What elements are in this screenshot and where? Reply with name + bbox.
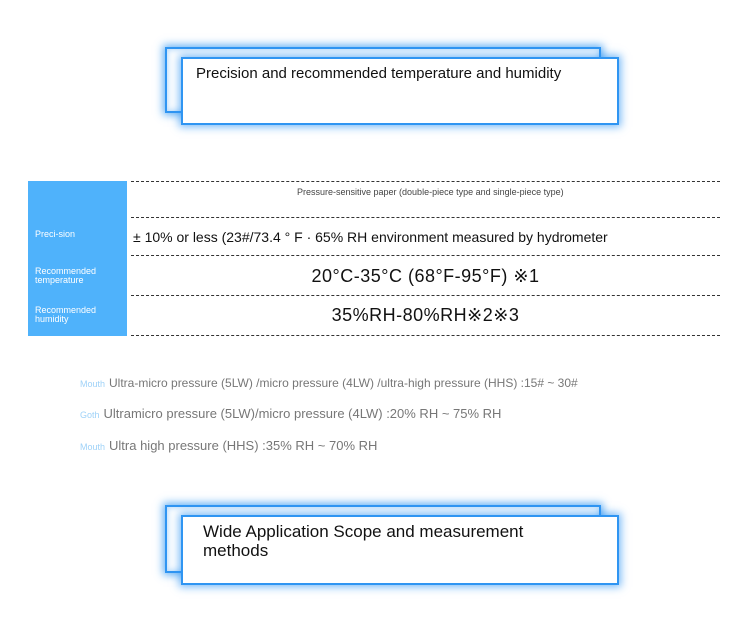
- frame-inner-border: [181, 515, 619, 585]
- precision-value: ± 10% or less (23#/73.4 ° F · 65% RH env…: [133, 229, 608, 245]
- note-text: Ultramicro pressure (5LW)/micro pressure…: [103, 406, 502, 421]
- section-heading-application: Wide Application Scope and measurement m…: [203, 522, 524, 560]
- note-text: Ultra-micro pressure (5LW) /micro pressu…: [109, 376, 578, 390]
- row-label-precision: Preci-sion: [35, 229, 76, 239]
- table-divider: [131, 181, 720, 182]
- note-tag: Goth: [80, 410, 100, 420]
- section-heading-precision: Precision and recommended temperature an…: [196, 65, 562, 82]
- heading-frame-bottom: Wide Application Scope and measurement m…: [165, 505, 619, 585]
- table-divider: [131, 217, 720, 218]
- note-text: Ultra high pressure (HHS) :35% RH ~ 70% …: [109, 438, 378, 453]
- note-tag: Mouth: [80, 442, 106, 452]
- row-label-humidity: Recommended humidity: [35, 305, 97, 324]
- row-label-temperature: Recommended temperature: [35, 266, 97, 285]
- humidity-value: 35%RH-80%RH※2※3: [331, 305, 520, 325]
- table-divider: [131, 335, 720, 336]
- paper-type-header: Pressure-sensitive paper (double-piece t…: [297, 187, 564, 197]
- heading-frame-top: Precision and recommended temperature an…: [165, 47, 619, 125]
- table-divider: [131, 295, 720, 296]
- frame-inner-border: [181, 57, 619, 125]
- table-divider: [131, 255, 720, 256]
- note-tag: Mouth: [80, 379, 106, 389]
- table-label-column: Preci-sion Recommended temperature Recom…: [28, 181, 127, 336]
- temperature-value: 20°C-35°C (68°F-95°F) ※1: [311, 266, 540, 286]
